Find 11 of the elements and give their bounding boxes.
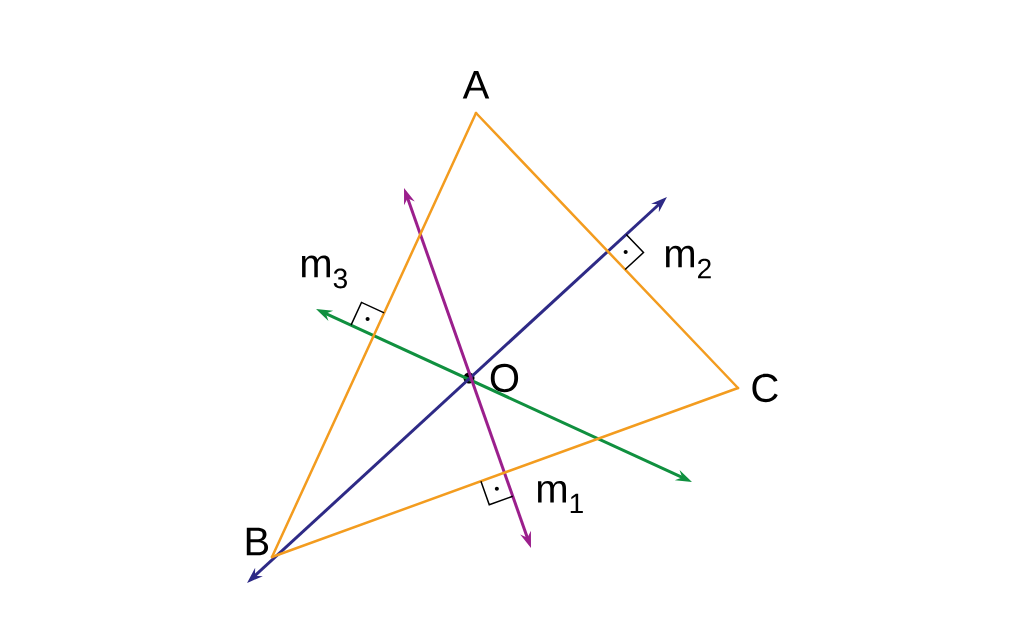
line-label: m$_{2}$	[665, 245, 711, 279]
triangle-side	[270, 386, 740, 559]
point: O	[463, 363, 519, 393]
node-label: O	[490, 363, 519, 393]
line-label: m$_{3}$	[301, 255, 347, 289]
vertex-label: B	[246, 527, 269, 556]
vertex-label: A	[462, 71, 490, 99]
triangle-side	[270, 111, 478, 559]
vertex-label: C	[752, 373, 778, 403]
line-label: m$_{1}$	[537, 480, 583, 514]
triangle-side	[474, 111, 740, 390]
